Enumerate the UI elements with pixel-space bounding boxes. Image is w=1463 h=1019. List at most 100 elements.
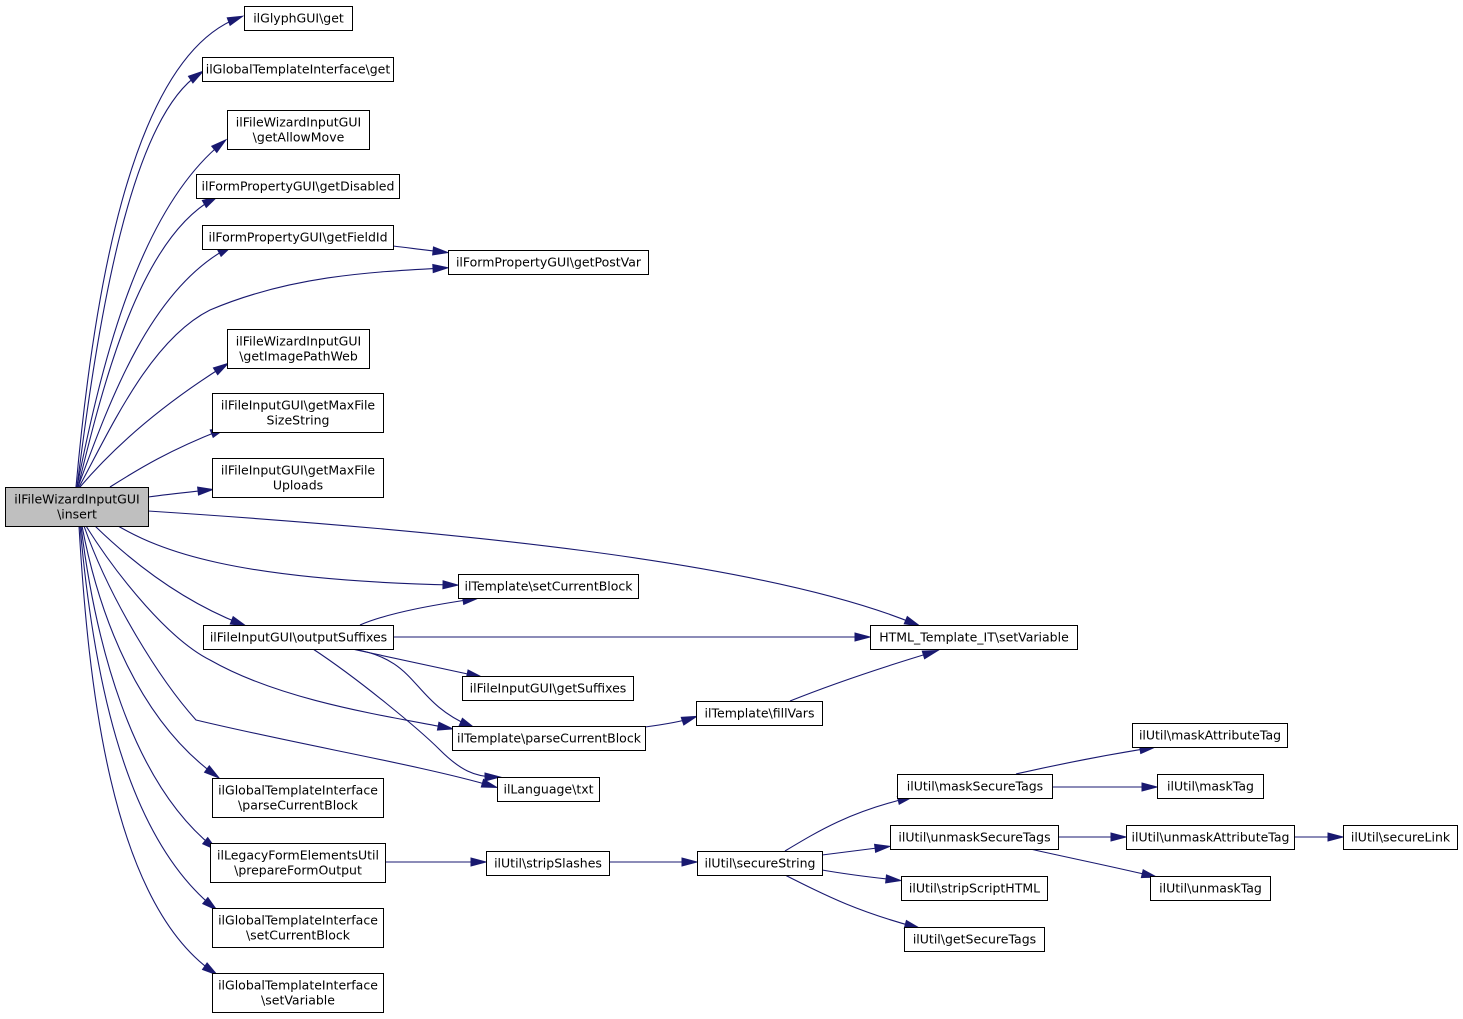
node-label: ilFileWizardInputGUI bbox=[236, 334, 361, 349]
arrowhead-icon bbox=[921, 649, 940, 660]
node-getPostVar[interactable]: ilFormPropertyGUI\getPostVar bbox=[448, 250, 649, 275]
arrowhead-icon bbox=[203, 765, 221, 780]
node-getAllowMove[interactable]: ilFileWizardInputGUI\getAllowMove bbox=[227, 110, 370, 150]
node-label: \setVariable bbox=[261, 993, 335, 1008]
node-box[interactable] bbox=[904, 927, 1045, 952]
node-box[interactable] bbox=[210, 843, 386, 883]
node-gti_setCurrentBlock[interactable]: ilGlobalTemplateInterface\setCurrentBloc… bbox=[212, 908, 384, 948]
node-box[interactable] bbox=[212, 393, 384, 433]
node-label: ilFileInputGUI\getMaxFile bbox=[221, 463, 376, 478]
edge-maskSecureTags-to-maskAttributeTag bbox=[1015, 745, 1157, 775]
node-stripSlashes[interactable]: ilUtil\stripSlashes bbox=[486, 851, 610, 876]
node-box[interactable] bbox=[212, 778, 384, 818]
edge-line bbox=[784, 797, 909, 852]
edge-line bbox=[147, 510, 916, 625]
edge-line bbox=[1015, 747, 1151, 775]
node-insert[interactable]: ilFileWizardInputGUI\insert bbox=[5, 487, 149, 527]
edge-insert-to-lng_txt bbox=[83, 525, 499, 788]
node-setVariable_it[interactable]: HTML_Template_IT\setVariable bbox=[870, 625, 1078, 650]
arrowhead-icon bbox=[1110, 832, 1128, 842]
node-box[interactable] bbox=[696, 701, 823, 726]
node-prepareFormOutput[interactable]: ilLegacyFormElementsUtil\prepareFormOutp… bbox=[210, 843, 386, 883]
node-box[interactable] bbox=[1150, 876, 1271, 901]
node-box[interactable] bbox=[458, 574, 639, 599]
node-label: ilFileInputGUI\outputSuffixes bbox=[210, 630, 387, 645]
node-outputSuffixes[interactable]: ilFileInputGUI\outputSuffixes bbox=[203, 625, 394, 650]
node-box[interactable] bbox=[196, 174, 400, 199]
node-box[interactable] bbox=[212, 458, 384, 498]
node-box[interactable] bbox=[227, 329, 370, 369]
node-label: ilFormPropertyGUI\getPostVar bbox=[456, 255, 642, 270]
node-box[interactable] bbox=[890, 825, 1059, 850]
node-secureLink[interactable]: ilUtil\secureLink bbox=[1343, 825, 1458, 850]
node-box[interactable] bbox=[486, 851, 610, 876]
node-box[interactable] bbox=[212, 973, 384, 1013]
edge-outputSuffixes-to-tpl_parseCurrentBlock bbox=[352, 648, 477, 729]
node-box[interactable] bbox=[697, 851, 823, 876]
node-box[interactable] bbox=[1132, 723, 1288, 748]
node-fillVars[interactable]: ilTemplate\fillVars bbox=[696, 701, 823, 726]
node-box[interactable] bbox=[901, 876, 1048, 901]
node-box[interactable] bbox=[897, 774, 1053, 799]
node-box[interactable] bbox=[202, 57, 394, 82]
edge-insert-to-getAllowMove bbox=[76, 138, 228, 488]
edge-maskSecureTags-to-maskTag bbox=[1052, 782, 1159, 792]
node-label: ilUtil\maskTag bbox=[1167, 779, 1254, 794]
node-getSuffixes[interactable]: ilFileInputGUI\getSuffixes bbox=[462, 676, 634, 701]
node-unmaskSecureTags[interactable]: ilUtil\unmaskSecureTags bbox=[890, 825, 1059, 850]
node-getSecureTags[interactable]: ilUtil\getSecureTags bbox=[904, 927, 1045, 952]
node-box[interactable] bbox=[203, 625, 394, 650]
node-tpl_setCurrentBlock[interactable]: ilTemplate\setCurrentBlock bbox=[458, 574, 639, 599]
node-box[interactable] bbox=[202, 225, 394, 250]
node-box[interactable] bbox=[1126, 825, 1295, 850]
node-getDisabled[interactable]: ilFormPropertyGUI\getDisabled bbox=[196, 174, 400, 199]
edge-secureString-to-unmaskSecureTags bbox=[821, 843, 892, 856]
node-box[interactable] bbox=[462, 676, 634, 701]
node-label: ilTemplate\fillVars bbox=[705, 706, 815, 721]
arrowhead-icon bbox=[1327, 832, 1345, 842]
node-box[interactable] bbox=[212, 908, 384, 948]
node-maskSecureTags[interactable]: ilUtil\maskSecureTags bbox=[897, 774, 1053, 799]
node-box[interactable] bbox=[1343, 825, 1458, 850]
node-getImagePathWeb[interactable]: ilFileWizardInputGUI\getImagePathWeb bbox=[227, 329, 370, 369]
node-gti_get[interactable]: ilGlobalTemplateInterface\get bbox=[202, 57, 394, 82]
edge-tpl_parseCurrentBlock-to-fillVars bbox=[644, 715, 699, 728]
edge-line bbox=[94, 525, 242, 625]
node-gti_setVariable[interactable]: ilGlobalTemplateInterface\setVariable bbox=[212, 973, 384, 1013]
node-label: ilGlobalTemplateInterface bbox=[218, 913, 378, 928]
node-secureString[interactable]: ilUtil\secureString bbox=[697, 851, 823, 876]
node-gti_parseCurrentBlock[interactable]: ilGlobalTemplateInterface\parseCurrentBl… bbox=[212, 778, 384, 818]
edge-insert-to-tpl_setCurrentBlock bbox=[117, 525, 460, 590]
node-getFieldId[interactable]: ilFormPropertyGUI\getFieldId bbox=[202, 225, 394, 250]
node-lng_txt[interactable]: ilLanguage\txt bbox=[497, 777, 600, 802]
node-label: ilUtil\unmaskSecureTags bbox=[898, 830, 1050, 845]
edge-line bbox=[78, 525, 214, 973]
edge-insert-to-outputSuffixes bbox=[94, 525, 248, 627]
arrowhead-icon bbox=[680, 715, 699, 726]
node-maskAttributeTag[interactable]: ilUtil\maskAttributeTag bbox=[1132, 723, 1288, 748]
node-box[interactable] bbox=[452, 726, 646, 751]
node-box[interactable] bbox=[227, 110, 370, 150]
node-stripScriptHTML[interactable]: ilUtil\stripScriptHTML bbox=[901, 876, 1048, 901]
edge-unmaskSecureTags-to-unmaskTag bbox=[1029, 848, 1159, 879]
node-label: \setCurrentBlock bbox=[246, 928, 351, 943]
node-box[interactable] bbox=[497, 777, 600, 802]
arrowhead-icon bbox=[436, 721, 455, 731]
node-label: ilLegacyFormElementsUtil bbox=[217, 848, 379, 863]
node-maskTag[interactable]: ilUtil\maskTag bbox=[1157, 774, 1264, 799]
node-box[interactable] bbox=[5, 487, 149, 527]
node-glyph_get[interactable]: ilGlyphGUI\get bbox=[244, 6, 353, 31]
node-box[interactable] bbox=[448, 250, 649, 275]
node-label: ilUtil\secureString bbox=[704, 856, 815, 871]
node-box[interactable] bbox=[244, 6, 353, 31]
node-unmaskAttributeTag[interactable]: ilUtil\unmaskAttributeTag bbox=[1126, 825, 1295, 850]
node-unmaskTag[interactable]: ilUtil\unmaskTag bbox=[1150, 876, 1271, 901]
arrowhead-icon bbox=[854, 632, 872, 642]
edge-insert-to-setVariable_it bbox=[147, 510, 922, 627]
node-tpl_parseCurrentBlock[interactable]: ilTemplate\parseCurrentBlock bbox=[452, 726, 646, 751]
node-box[interactable] bbox=[1157, 774, 1264, 799]
edge-insert-to-gti_setVariable bbox=[78, 525, 219, 976]
node-box[interactable] bbox=[870, 625, 1078, 650]
